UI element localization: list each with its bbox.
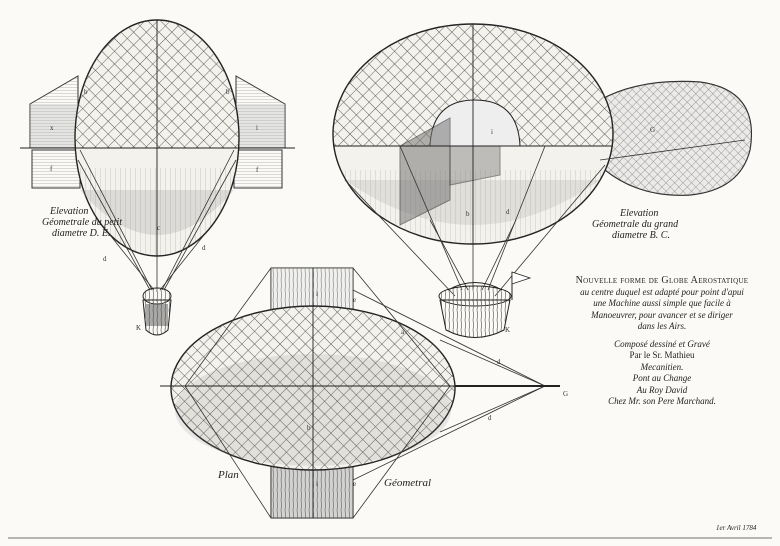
title-line-4: Manoeuvrer, pour avancer et se diriger	[591, 309, 733, 320]
key-letter-a-plan: a	[401, 328, 405, 336]
caption-plan-left: Plan	[218, 469, 239, 481]
small-balloon	[20, 19, 295, 336]
key-letter-f: f	[50, 165, 53, 173]
key-letter-i: i	[256, 124, 258, 132]
credit-line-4: Pont au Change	[632, 373, 692, 383]
title-line-1: Nouvelle forme de Globe Aerostatique	[575, 275, 749, 286]
caption-plan-right: Géometral	[384, 477, 432, 489]
credit-line-3: Mecanitien.	[640, 361, 684, 372]
key-letter-d-plan-lower: d	[488, 414, 492, 422]
key-letter-i-plan: i	[316, 290, 318, 298]
credit-line-2: Par le Sr. Mathieu	[629, 350, 695, 360]
plate-date: 1er Avril 1784	[716, 524, 757, 532]
key-letter-e-plan: e	[353, 296, 357, 304]
key-letter-d-right: d	[202, 244, 206, 252]
caption-large-line-2: Géometrale du grand	[592, 219, 679, 230]
title-line-3: une Machine aussi simple que facile à	[593, 298, 731, 308]
key-letter-d-plan: d	[497, 358, 501, 366]
key-letter-G-plan: G	[563, 390, 569, 398]
credit-line-1: Composé dessiné et Gravé	[614, 338, 710, 349]
credit-line-6: Chez Mr. son Pere Marchand.	[608, 396, 716, 406]
key-letter-c: c	[157, 224, 161, 232]
key-letter-e-plan-lower: e	[353, 480, 357, 488]
title-line-5: dans les Airs.	[637, 321, 687, 331]
caption-large-line-1: Elevation	[620, 208, 659, 219]
caption-small-line-1: Elevation	[50, 206, 89, 217]
key-letter-x: x	[50, 124, 54, 132]
key-letter-d-large: d	[506, 208, 510, 216]
credit-line-5: Au Roy David	[636, 384, 688, 395]
key-letter-G: G	[650, 126, 656, 134]
key-letter-b-plan: b	[307, 424, 311, 432]
key-letter-k-large: K	[505, 326, 511, 334]
key-letter-d: d	[103, 255, 107, 263]
title-block: Nouvelle forme de Globe Aerostatique au …	[552, 275, 772, 408]
key-letter-i-large: i	[491, 128, 493, 136]
key-letter-i-plan-lower: i	[316, 480, 318, 488]
caption-small-line-3: diametre D. E.	[52, 228, 111, 239]
key-letter-k: K	[136, 324, 142, 332]
key-letter-b-large: b	[466, 210, 470, 218]
title-line-2: au centre duquel est adapté pour point d…	[580, 286, 744, 297]
plan-view	[160, 267, 560, 519]
key-letter-b-right: b	[226, 88, 230, 96]
caption-small-line-2: Géometrale du petit	[42, 217, 122, 228]
caption-large-balloon: Elevation Géometrale du grand diametre B…	[592, 208, 678, 241]
large-balloon	[332, 23, 752, 338]
caption-small-balloon: Elevation Géometrale du petit diametre D…	[42, 206, 122, 239]
key-letter-b: b	[84, 88, 88, 96]
key-letter-f-right: f	[256, 166, 259, 174]
caption-large-line-3: diametre B. C.	[612, 230, 670, 241]
